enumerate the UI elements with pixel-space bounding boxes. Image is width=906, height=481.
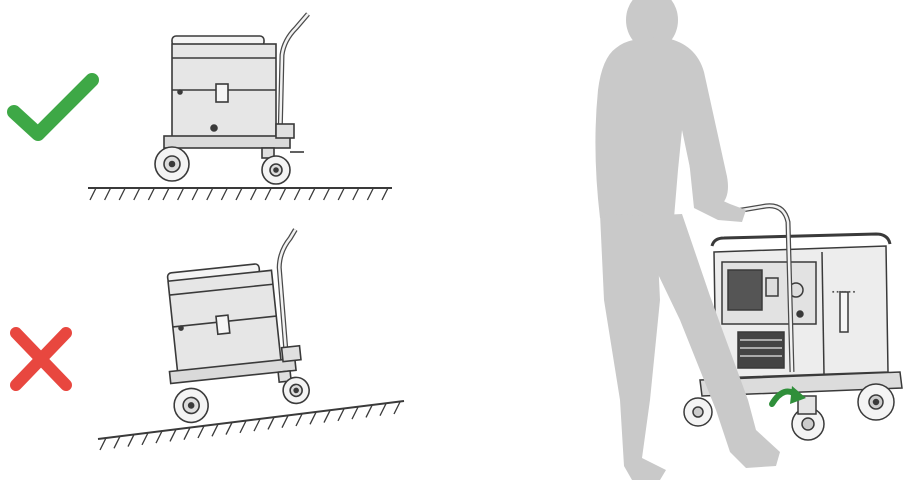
generator-on-level-ground bbox=[154, 12, 310, 185]
ground-hatch-mark bbox=[308, 187, 316, 201]
person-silhouette bbox=[595, 0, 780, 480]
correct-example bbox=[0, 0, 420, 225]
ground-hatch-mark bbox=[197, 425, 205, 439]
ground-hatch-mark bbox=[183, 427, 191, 441]
ground-hatch-mark bbox=[295, 413, 303, 427]
ground-hatch-mark bbox=[211, 423, 219, 437]
ground-hatch-mark bbox=[337, 187, 345, 201]
ground-hatch-mark bbox=[366, 187, 374, 201]
ground-hatch-mark bbox=[99, 437, 107, 451]
ground-hatch-mark bbox=[239, 420, 247, 434]
generator-trolley: ▪ ▪▪▪▪ ▪ ▪ bbox=[683, 203, 903, 441]
ground-hatch-mark bbox=[337, 408, 345, 422]
ground-hatch-mark bbox=[267, 417, 275, 430]
ground-hatch-mark bbox=[162, 187, 170, 201]
ground-hatch-mark bbox=[365, 405, 373, 418]
generator-on-slope bbox=[166, 228, 310, 424]
ground-hatch-mark bbox=[393, 401, 401, 415]
ground-hatch-mark bbox=[281, 415, 289, 429]
ground-hatch-mark bbox=[118, 187, 126, 201]
ground-hatch-mark bbox=[113, 435, 121, 449]
ground-hatch-mark bbox=[225, 422, 233, 435]
ground-hatch-mark bbox=[323, 187, 331, 201]
cross-icon bbox=[10, 327, 72, 391]
ground-hatch-mark bbox=[133, 187, 141, 201]
foot-brake-arrow-icon bbox=[769, 386, 806, 407]
ground-hatch-mark bbox=[89, 187, 97, 201]
ground-hatch-mark bbox=[323, 410, 331, 423]
ground-hatch-mark bbox=[351, 406, 359, 420]
incorrect-example bbox=[0, 225, 420, 481]
svg-text:▪ ▪▪▪▪ ▪ ▪: ▪ ▪▪▪▪ ▪ ▪ bbox=[832, 289, 856, 296]
ground-hatch-mark bbox=[250, 187, 258, 201]
ground-hatch-mark bbox=[127, 434, 135, 447]
ground-hatch-mark bbox=[253, 418, 261, 432]
level-ground bbox=[88, 187, 392, 201]
ground-hatch-mark bbox=[169, 429, 177, 442]
ground-hatch-mark bbox=[235, 187, 243, 201]
ground-hatch-mark bbox=[379, 403, 387, 417]
ground-hatch-mark bbox=[264, 187, 272, 201]
sloped-ground bbox=[97, 400, 405, 451]
person-pushing-generator: ▪ ▪▪▪▪ ▪ ▪ bbox=[570, 0, 906, 481]
checkmark-icon bbox=[7, 73, 99, 141]
ground-hatch-mark bbox=[147, 187, 155, 201]
ground-hatch-mark bbox=[220, 187, 228, 201]
ground-hatch-mark bbox=[381, 187, 389, 201]
ground-hatch-mark bbox=[104, 187, 112, 201]
ground-hatch-mark bbox=[309, 411, 317, 425]
ground-hatch-mark bbox=[206, 187, 214, 201]
ground-hatch-mark bbox=[155, 430, 163, 444]
ground-hatch-mark bbox=[141, 432, 149, 446]
ground-hatch-mark bbox=[293, 187, 301, 201]
ground-hatch-mark bbox=[177, 187, 185, 201]
ground-hatch-mark bbox=[191, 187, 199, 201]
ground-hatch-mark bbox=[279, 187, 287, 201]
ground-hatch-mark bbox=[352, 187, 360, 201]
